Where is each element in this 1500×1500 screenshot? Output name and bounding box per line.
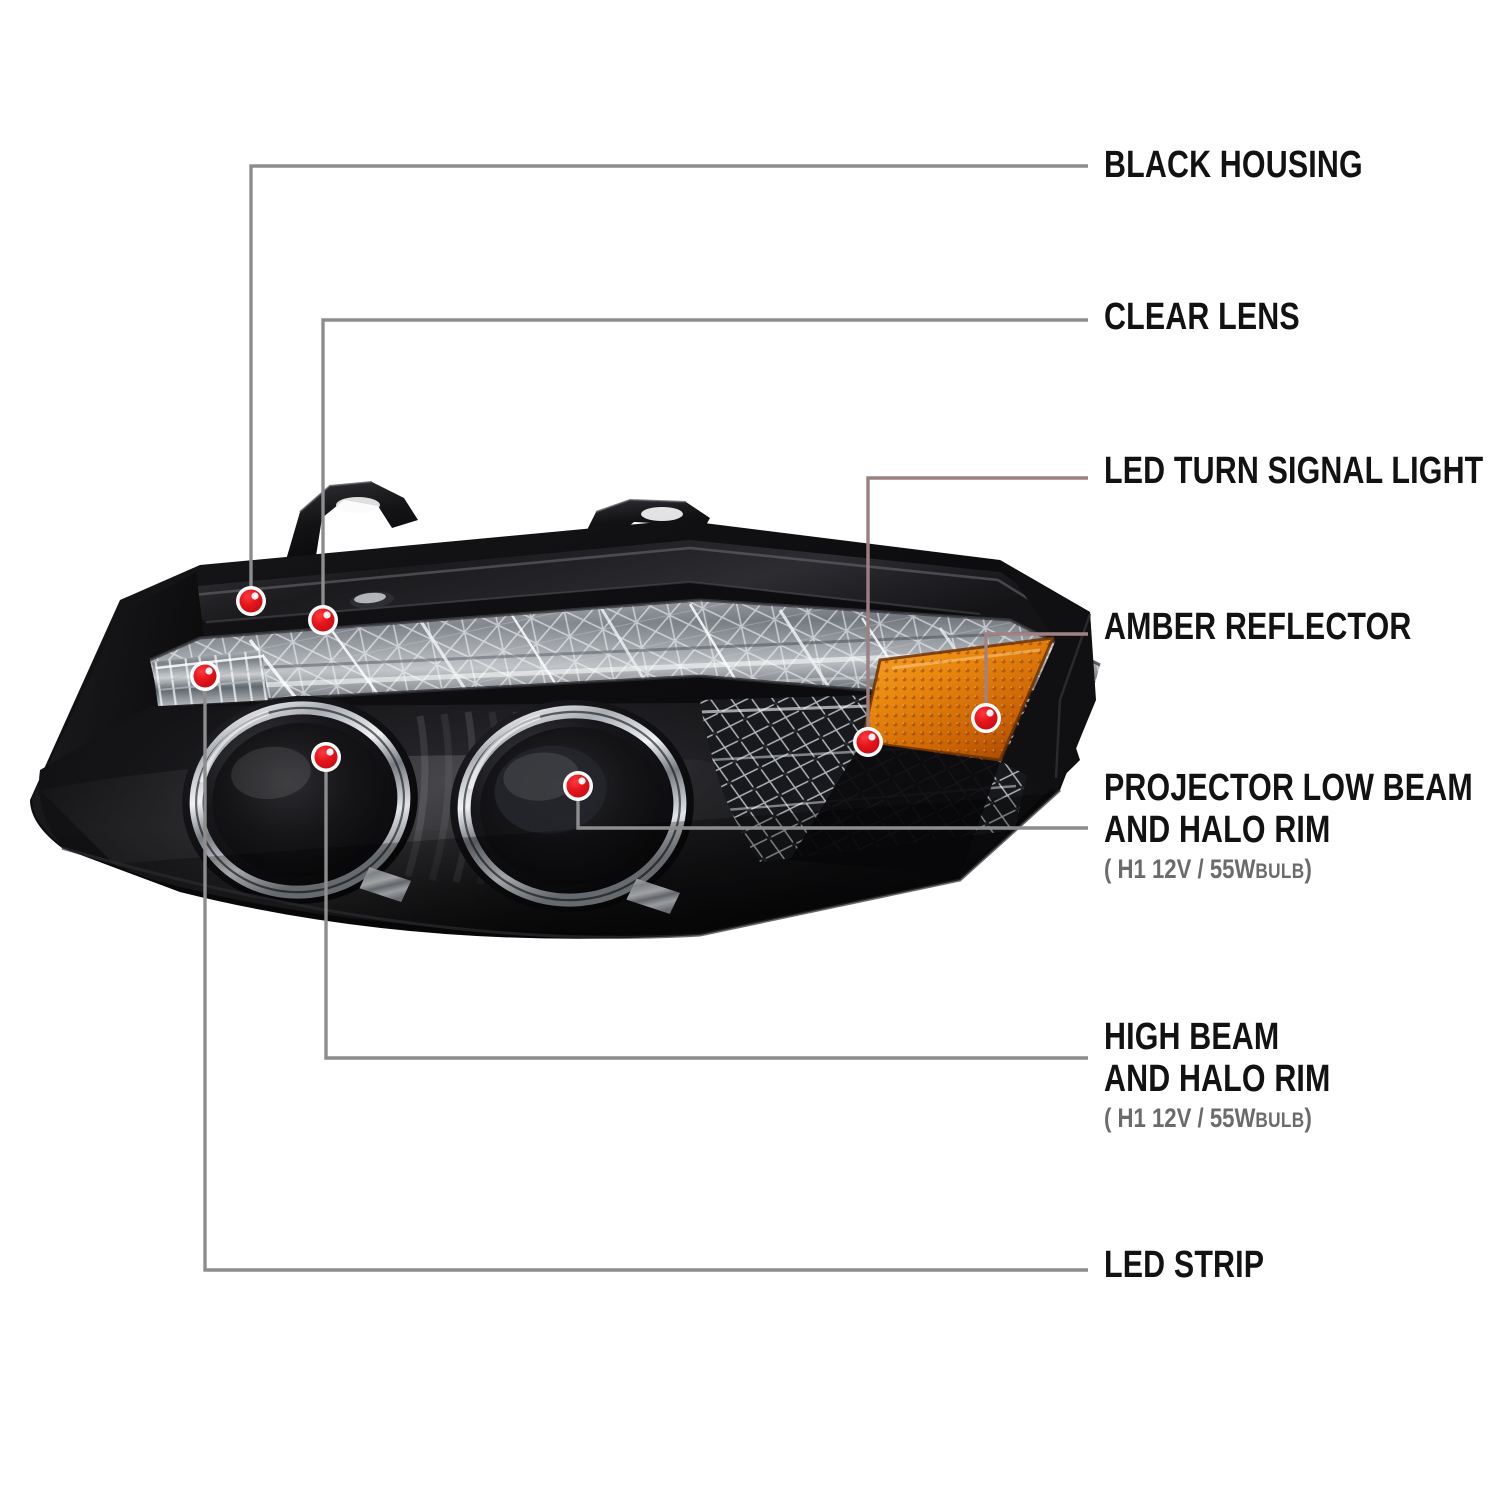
label-text-projector-low-beam-line2: AND HALO RIM	[1104, 809, 1331, 851]
lamp-bottom-edge	[61, 788, 1062, 939]
label-text-black-housing: BLACK HOUSING	[1104, 144, 1363, 186]
label-text-projector-low-beam-line1: PROJECTOR LOW BEAM	[1104, 767, 1473, 809]
callout-label-black-housing: BLACK HOUSING	[1104, 143, 1428, 187]
callout-dot-led-turn-signal[interactable]	[853, 727, 883, 757]
high-beam-projector-and-halo	[182, 695, 418, 905]
sub-main-high-beam: ( H1 12V / 55W	[1104, 1103, 1256, 1133]
sub-close-low-beam: )	[1304, 854, 1312, 884]
callout-dot-black-housing[interactable]	[236, 586, 266, 616]
low-beam-projector-and-halo	[450, 699, 694, 914]
leader-amber-reflector	[984, 632, 1088, 718]
callout-label-led-turn-signal-light: LED TURN SIGNAL LIGHT	[1104, 449, 1500, 493]
label-text-clear-lens: CLEAR LENS	[1104, 296, 1300, 338]
callout-label-amber-reflector: AMBER REFLECTOR	[1104, 605, 1488, 649]
callout-dot-led-strip[interactable]	[190, 661, 220, 691]
housing-top-rail	[178, 540, 1072, 648]
sub-small-high-beam: BULB	[1255, 1109, 1305, 1132]
housing-screw-boss	[350, 591, 394, 609]
sub-small-low-beam: BULB	[1255, 860, 1305, 883]
callout-label-clear-lens: CLEAR LENS	[1104, 295, 1349, 339]
label-text-high-beam-line1: HIGH BEAM	[1104, 1016, 1280, 1058]
callout-label-projector-low-beam: PROJECTOR LOW BEAM AND HALO RIM ( H1 12V…	[1104, 766, 1500, 888]
sub-close-high-beam: )	[1304, 1103, 1312, 1133]
leader-high-beam	[324, 757, 1088, 1060]
leader-clear-lens	[321, 318, 1088, 620]
callout-dot-amber-reflector[interactable]	[971, 703, 1001, 733]
label-text-led-strip: LED STRIP	[1104, 1244, 1265, 1286]
callout-dot-projector-low-beam[interactable]	[563, 771, 593, 801]
callout-dot-clear-lens[interactable]	[308, 605, 338, 635]
callout-label-high-beam: HIGH BEAM AND HALO RIM ( H1 12V / 55WBUL…	[1104, 1015, 1387, 1137]
label-text-high-beam-line2: AND HALO RIM	[1104, 1058, 1331, 1100]
callout-label-led-strip: LED STRIP	[1104, 1243, 1304, 1287]
label-text-led-turn-signal-light: LED TURN SIGNAL LIGHT	[1104, 450, 1484, 492]
leader-led-turn-signal	[866, 476, 1088, 742]
label-text-amber-reflector: AMBER REFLECTOR	[1104, 606, 1412, 648]
mounting-tab-left	[286, 481, 418, 560]
leader-black-housing	[249, 164, 1088, 601]
leader-led-strip	[203, 676, 1088, 1272]
halo-connector-tab-2	[626, 878, 680, 914]
label-sub-high-beam: ( H1 12V / 55WBULB)	[1104, 1102, 1336, 1137]
housing-right-nose	[790, 560, 1096, 876]
callout-dot-high-beam[interactable]	[311, 742, 341, 772]
sub-main-low-beam: ( H1 12V / 55W	[1104, 854, 1256, 884]
label-sub-projector-low-beam: ( H1 12V / 55WBULB)	[1104, 853, 1482, 888]
halo-connector-tab	[359, 867, 412, 902]
